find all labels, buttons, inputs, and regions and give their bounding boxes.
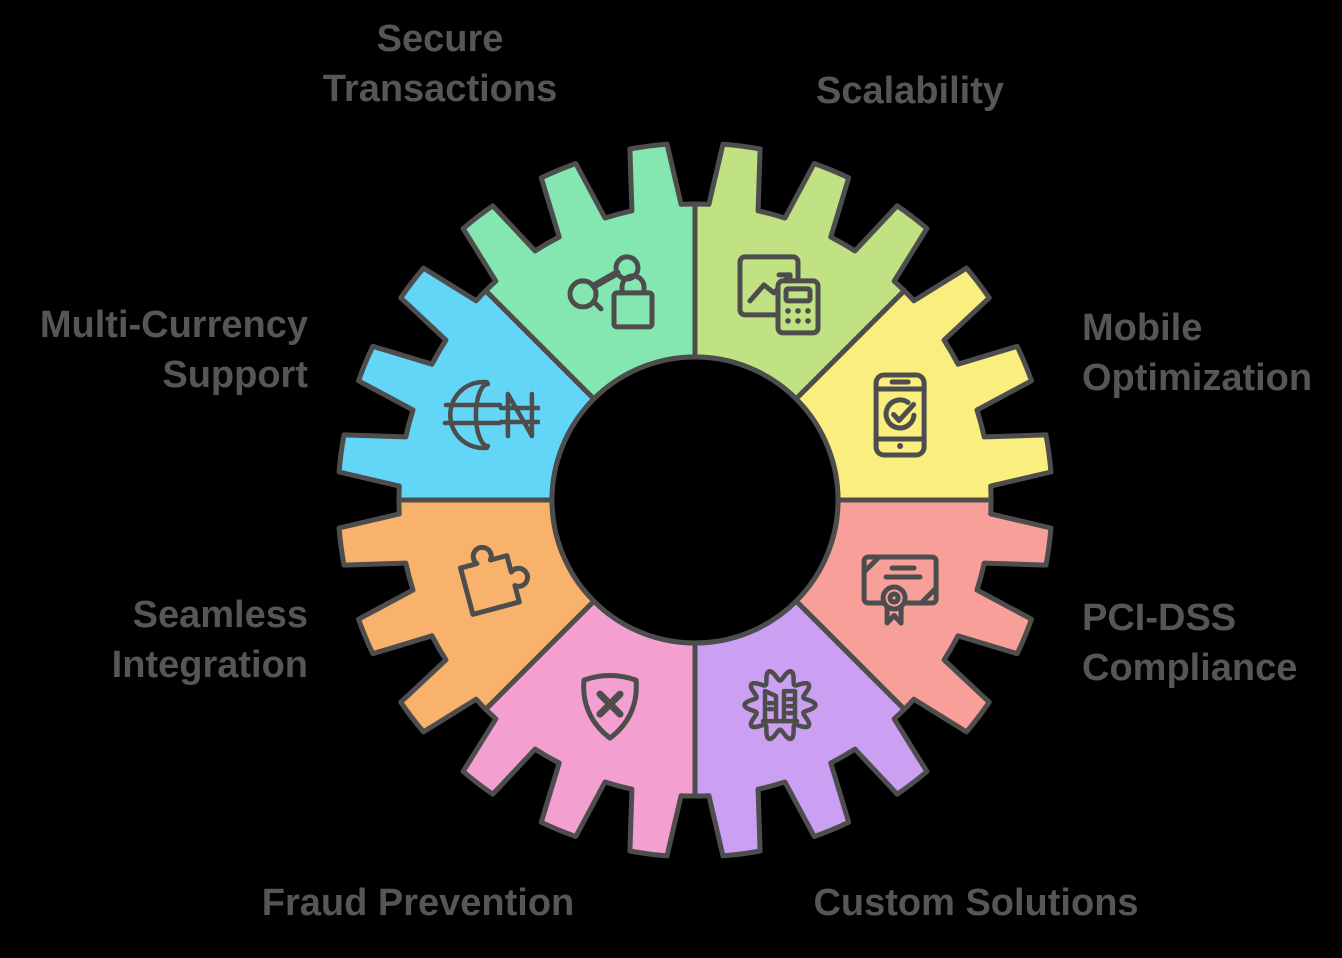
label-line: Compliance — [1082, 647, 1298, 689]
label-fraud-prevention: Fraud Prevention — [262, 878, 575, 928]
label-line: Mobile — [1082, 307, 1203, 349]
label-line: PCI-DSS — [1082, 597, 1237, 639]
label-line: Integration — [111, 644, 308, 686]
label-line: Scalability — [816, 70, 1004, 112]
label-multi-currency-support: Multi-Currency Support — [40, 300, 308, 400]
label-line: Transactions — [322, 68, 558, 110]
label-scalability: Scalability — [816, 66, 1004, 116]
label-seamless-integration: Seamless Integration — [112, 590, 308, 690]
label-line: Multi-Currency — [39, 304, 308, 346]
label-secure-transactions: Secure Transactions — [323, 14, 557, 114]
label-line: Custom Solutions — [813, 882, 1139, 924]
label-line: Optimization — [1082, 357, 1313, 399]
gear-center-hole — [549, 354, 841, 646]
label-pci-dss-compliance: PCI-DSS Compliance — [1082, 593, 1297, 693]
label-line: Support — [162, 354, 308, 396]
label-custom-solutions: Custom Solutions — [813, 878, 1138, 928]
label-line: Seamless — [132, 594, 308, 636]
label-line: Fraud Prevention — [261, 882, 575, 924]
label-mobile-optimization: Mobile Optimization — [1082, 303, 1312, 403]
label-line: Secure — [376, 18, 504, 60]
